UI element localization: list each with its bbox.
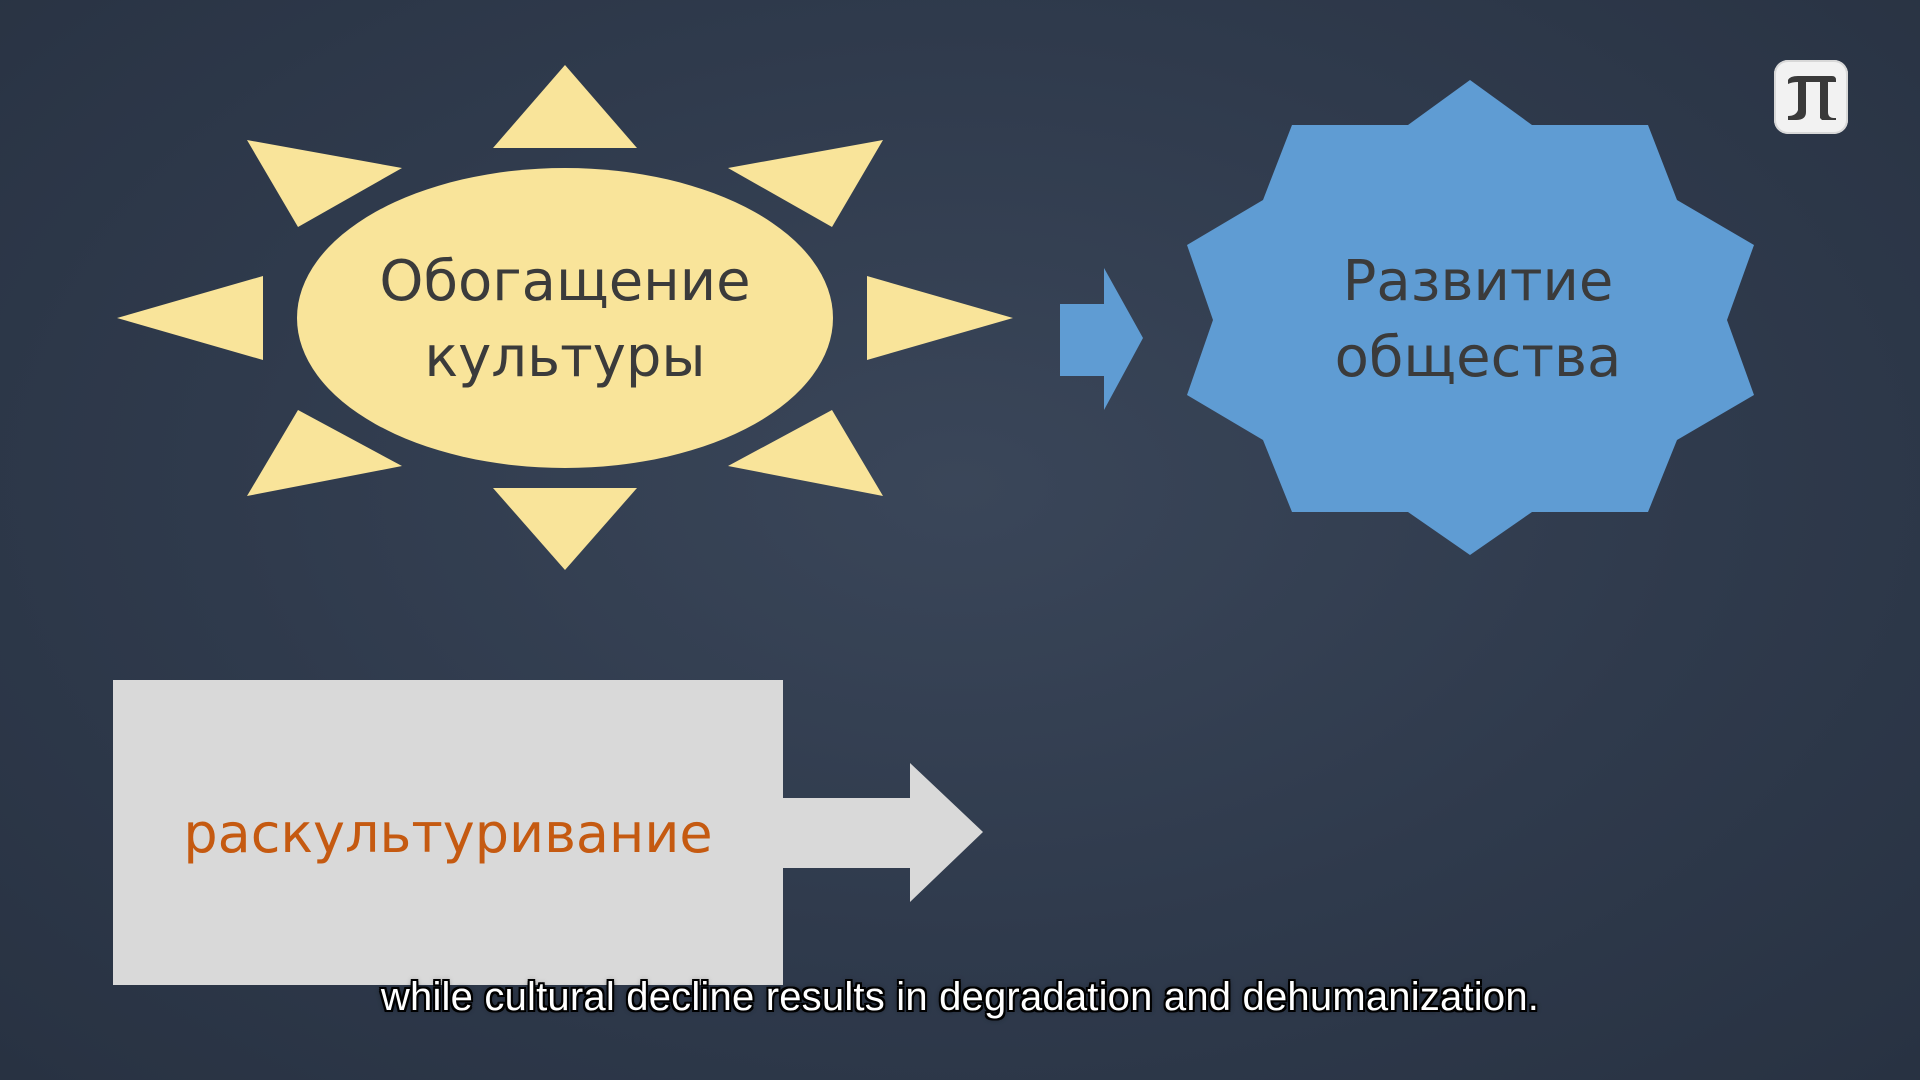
star-label-line1: Развитие [1343,249,1614,314]
pi-logo-icon [1774,60,1848,134]
deculturation-label: раскультуривание [183,802,712,865]
sun-ray-right [867,276,1013,360]
sun-core [297,168,833,468]
sun-ray-bottom-right [728,410,883,496]
subtitle-text: while cultural decline results in degrad… [380,975,1540,1019]
deculturation-box [113,680,983,985]
sun-ray-left [117,276,263,360]
deculturation-box-arrow [780,763,983,902]
connector-arrow [1060,268,1143,410]
sun-ray-top-right [728,140,883,227]
sun-ray-bottom [493,488,637,570]
sun-ray-bottom-left [247,410,402,496]
subtitle-bar: while cultural decline results in degrad… [0,975,1920,1020]
star-label-line2: общества [1335,325,1622,390]
sun-ray-top-left [247,140,402,227]
deculturation-box-body [113,680,783,985]
star-shape [1187,80,1754,555]
sun-shape [117,65,1013,570]
pi-logo-glyph [1788,76,1836,120]
sun-ray-top [493,65,637,148]
sun-label-line1: Обогащение [379,249,750,314]
sun-label-line2: культуры [424,325,705,390]
